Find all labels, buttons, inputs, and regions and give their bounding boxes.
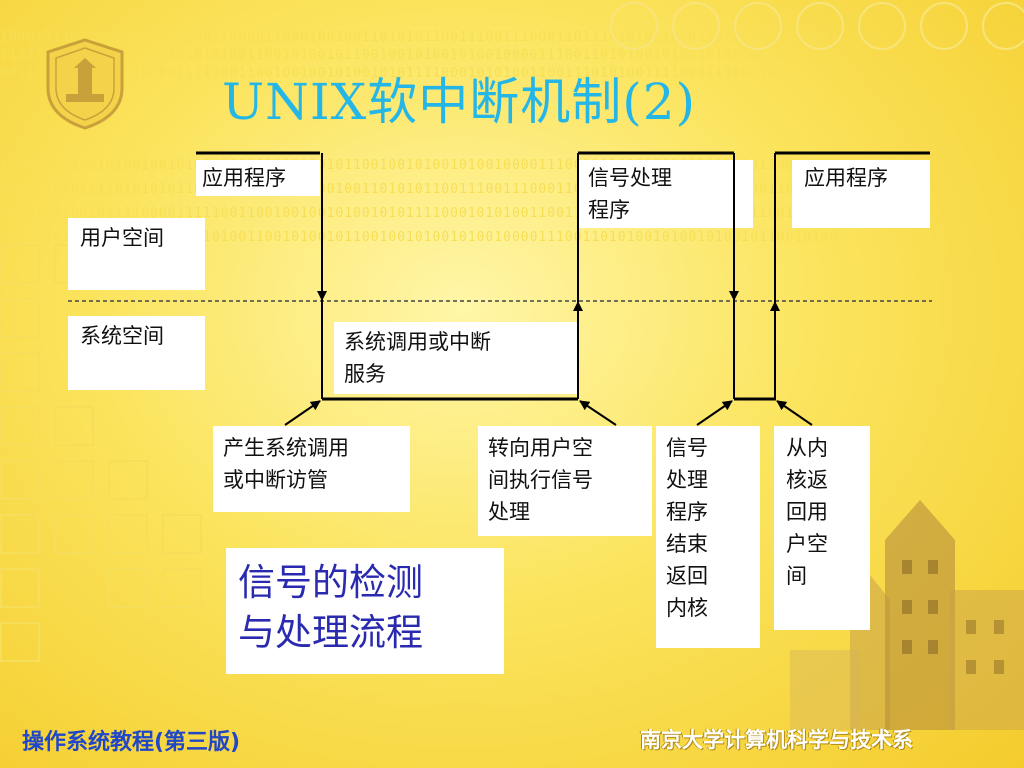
decor-square [0, 514, 40, 554]
decor-square [108, 460, 148, 500]
decor-ring [672, 2, 720, 50]
decor-ring [796, 2, 844, 50]
decor-square [0, 352, 40, 392]
caption-box: 信号的检测 与处理流程 [226, 548, 504, 674]
footer-department: 南京大学计算机科学与技术系 [640, 728, 913, 752]
university-emblem-logo [46, 38, 124, 130]
decor-square [162, 568, 202, 608]
user-space-label: 用户空间 [68, 218, 205, 290]
decor-ring [920, 2, 968, 50]
binary-pattern-row-2: 1101100110010100100101010100110010100101… [0, 48, 839, 63]
decor-square [0, 406, 40, 446]
app-program-box-2: 应用程序 [792, 160, 930, 228]
event-handler-return-label: 信号 处理 程序 结束 返回 内核 [656, 426, 760, 648]
decor-square [0, 244, 40, 284]
binary-pattern-row-7: 1101100110010100100101010100110010100101… [0, 230, 839, 245]
binary-pattern-row-3: 0011100100101111000011111001100100100101… [0, 66, 839, 81]
slide-title: UNIX软中断机制(2) [222, 73, 697, 131]
event-kernel-return-label: 从内 核返 回用 户空 间 [774, 426, 870, 630]
event-syscall-label: 产生系统调用 或中断访管 [213, 426, 410, 512]
decor-square [108, 514, 148, 554]
event-switch-user-label: 转向用户空 间执行信号 处理 [478, 426, 652, 536]
decor-ring [858, 2, 906, 50]
decor-square [0, 622, 40, 662]
footer-course-title: 操作系统教程(第三版) [22, 730, 241, 755]
decor-square [0, 568, 40, 608]
decor-square [0, 460, 40, 500]
decor-square [0, 298, 40, 338]
decor-square [54, 514, 94, 554]
pointer-arrow [284, 400, 321, 426]
pointer-arrow [776, 400, 813, 426]
system-space-label: 系统空间 [68, 316, 205, 390]
pointer-arrow [696, 400, 733, 426]
decor-square [54, 460, 94, 500]
decor-ring [982, 2, 1024, 50]
decor-square [108, 568, 148, 608]
syscall-service-box: 系统调用或中断 服务 [334, 322, 577, 394]
decor-square [54, 406, 94, 446]
app-program-box-1: 应用程序 [196, 160, 320, 196]
decor-ring [734, 2, 782, 50]
decor-square [162, 514, 202, 554]
decor-ring [610, 2, 658, 50]
pointer-arrow [579, 400, 617, 426]
signal-handler-box: 信号处理 程序 [578, 160, 753, 228]
